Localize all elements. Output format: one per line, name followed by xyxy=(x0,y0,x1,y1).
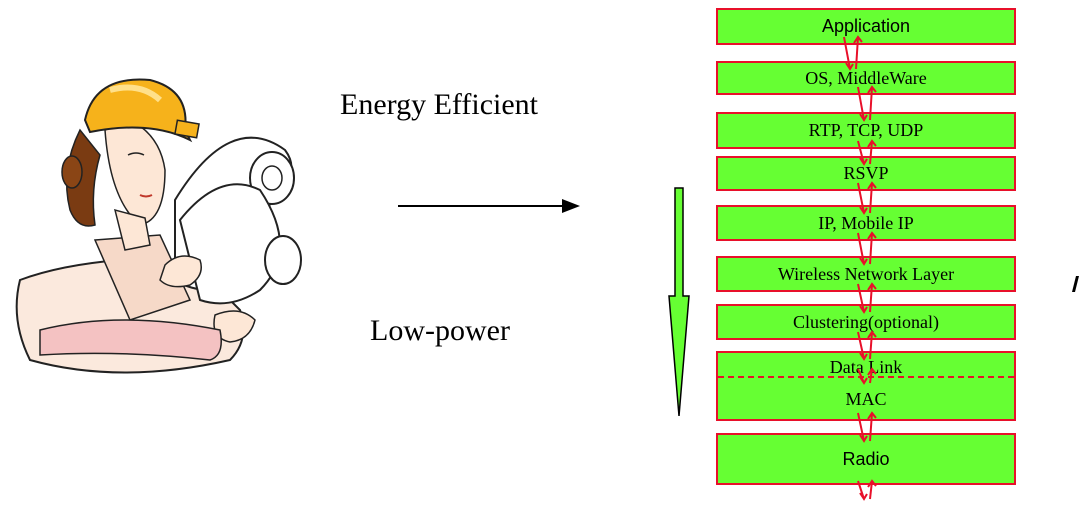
layer-label: Application xyxy=(821,16,911,36)
energy-efficient-label: Energy Efficient xyxy=(340,88,538,121)
layer-label: RTP, TCP, UDP xyxy=(808,120,924,140)
layer-label: Clustering(optional) xyxy=(793,312,939,332)
layer-transport: RTP, TCP, UDP xyxy=(716,112,1016,149)
data-link-label: Data Link xyxy=(829,357,903,377)
low-power-label: Low-power xyxy=(370,314,510,347)
layer-clustering: Clustering(optional) xyxy=(716,304,1016,340)
data-link-divider xyxy=(718,376,1014,378)
mac-label: MAC xyxy=(845,389,887,409)
layer-wireless-network: Wireless Network Layer xyxy=(716,256,1016,292)
layer-label: IP, Mobile IP xyxy=(818,213,914,233)
right-arrow-icon xyxy=(398,199,580,213)
layer-label: OS, MiddleWare xyxy=(805,68,927,88)
layer-label: Radio xyxy=(842,449,890,469)
layer-rsvp: RSVP xyxy=(716,156,1016,191)
layer-ip: IP, Mobile IP xyxy=(716,205,1016,241)
layer-os-middleware: OS, MiddleWare xyxy=(716,61,1016,95)
layer-application: Application xyxy=(716,8,1016,45)
layer-label: Wireless Network Layer xyxy=(777,264,955,284)
edge-mark xyxy=(1072,276,1079,292)
layer-label: RSVP xyxy=(843,163,889,183)
engineer-with-blueprints-icon xyxy=(15,78,302,374)
layer-radio: Radio xyxy=(716,433,1016,485)
down-arrow-icon xyxy=(668,187,690,417)
layer-data-link-mac: Data Link MAC xyxy=(716,351,1016,421)
